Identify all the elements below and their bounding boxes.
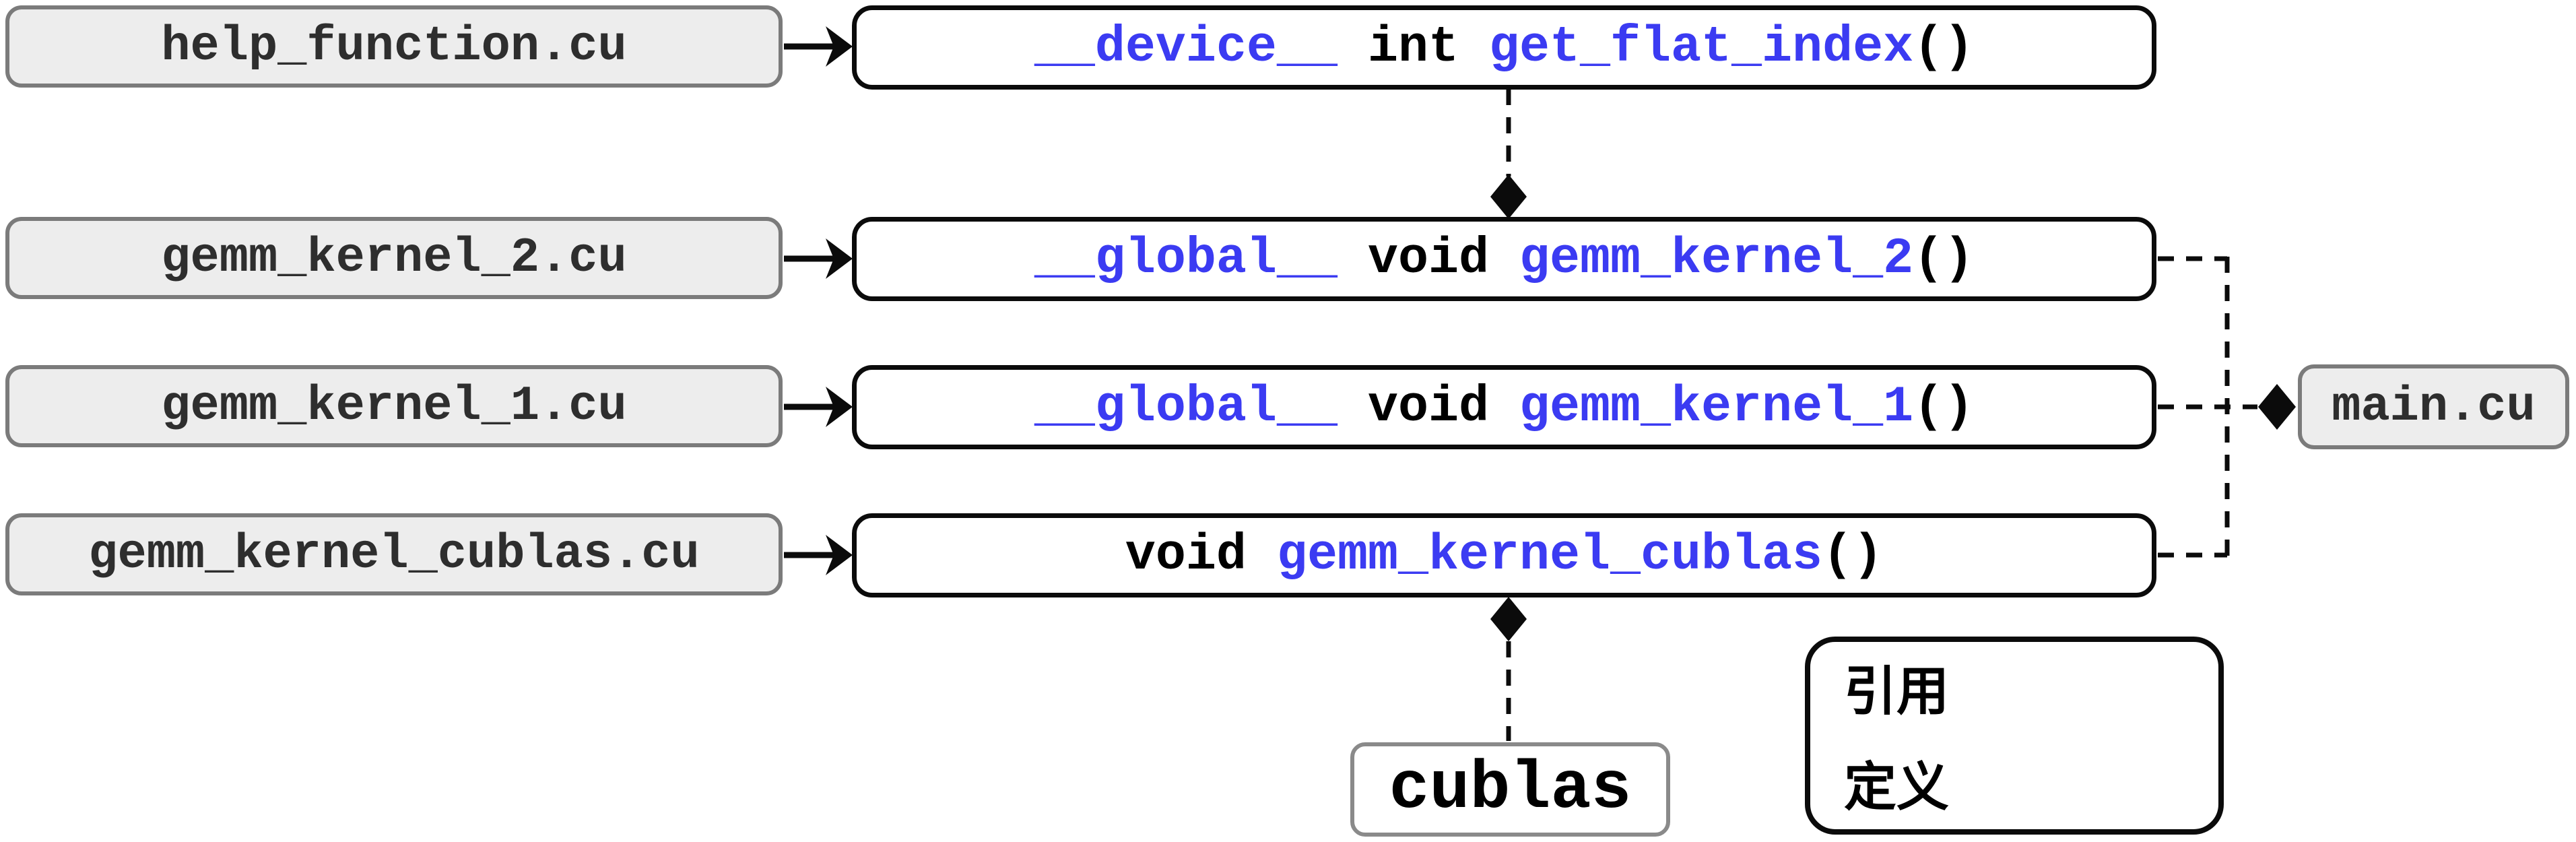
file-box-gemm-kernel-cublas: gemm_kernel_cublas.cu (5, 513, 783, 595)
arrowhead-icon (826, 26, 853, 67)
code-plain: void (1125, 527, 1277, 584)
file-label: main.cu (2332, 379, 2536, 434)
file-label: help_function.cu (161, 19, 627, 74)
arrowhead-icon (826, 238, 853, 279)
library-label: cublas (1389, 751, 1632, 828)
arrowhead-icon (826, 387, 853, 427)
reference-line-kernels-to-main (2158, 256, 2296, 558)
fn-box-gemm-kernel-1: __global__ void gemm_kernel_1() (852, 365, 2156, 449)
code-plain: () (1913, 379, 1975, 436)
code-plain: () (1913, 19, 1975, 76)
legend-definition-label: 定义 (1844, 757, 1950, 816)
code-plain: () (1822, 527, 1884, 584)
file-label: gemm_kernel_cublas.cu (88, 527, 700, 582)
diamond-icon (1490, 597, 1527, 641)
legend-box (1805, 637, 2224, 835)
code-function-name: gemm_kernel_cublas (1276, 527, 1823, 584)
code-plain: void (1337, 230, 1519, 288)
file-box-main: main.cu (2298, 364, 2569, 449)
definition-arrow-gemm-kernel-cublas (784, 535, 853, 575)
code-plain: int (1337, 19, 1489, 76)
file-box-gemm-kernel-1: gemm_kernel_1.cu (5, 365, 783, 447)
diamond-icon (2258, 384, 2296, 430)
legend-reference-label: 引用 (1844, 661, 1950, 721)
definition-arrow-gemm-kernel-2 (784, 238, 853, 279)
code-keyword: __device__ (1034, 19, 1337, 76)
code-function-name: get_flat_index (1489, 19, 1914, 76)
file-box-gemm-kernel-2: gemm_kernel_2.cu (5, 217, 783, 299)
library-box-cublas: cublas (1350, 742, 1670, 837)
reference-line-cublas-to-gemm-kernel-cublas (1490, 597, 1527, 741)
definition-arrow-gemm-kernel-1 (784, 387, 853, 427)
file-label: gemm_kernel_1.cu (161, 379, 627, 434)
file-box-help-function: help_function.cu (5, 5, 783, 88)
file-label: gemm_kernel_2.cu (161, 230, 627, 286)
reference-line-get-flat-index-to-gemm-kernel-2 (1490, 89, 1527, 219)
arrowhead-icon (826, 535, 853, 575)
code-keyword: __global__ (1034, 230, 1337, 288)
fn-box-get-flat-index: __device__ int get_flat_index() (852, 5, 2156, 90)
code-function-name: gemm_kernel_2 (1519, 230, 1914, 288)
fn-box-gemm-kernel-2: __global__ void gemm_kernel_2() (852, 217, 2156, 301)
diamond-icon (1490, 174, 1527, 219)
code-keyword: __global__ (1034, 379, 1337, 436)
fn-box-gemm-kernel-cublas: void gemm_kernel_cublas() (852, 513, 2156, 597)
definition-arrow-help-function (784, 26, 853, 67)
code-plain: () (1913, 230, 1975, 288)
code-function-name: gemm_kernel_1 (1519, 379, 1914, 436)
code-plain: void (1337, 379, 1519, 436)
